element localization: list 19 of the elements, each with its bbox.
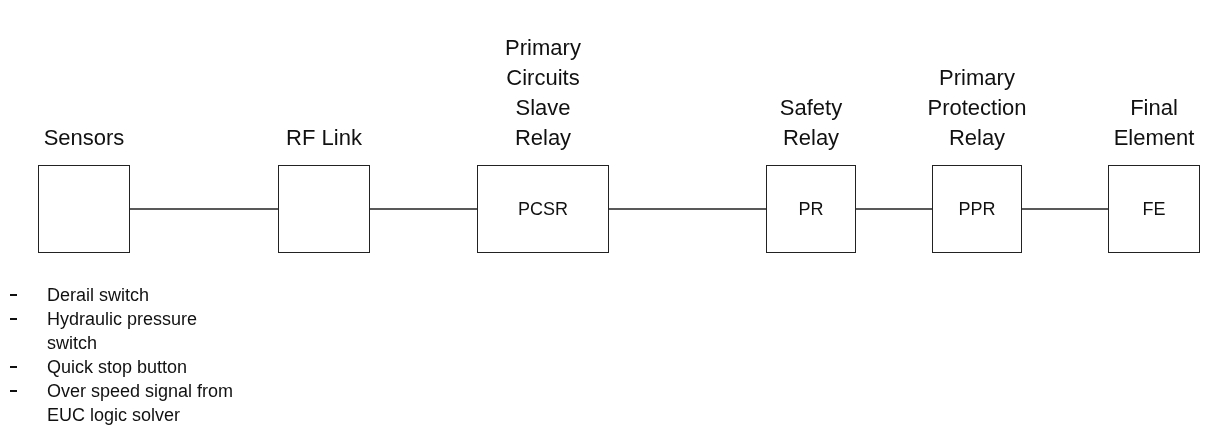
list-item: Hydraulic pressure switch xyxy=(47,309,198,353)
block-title: Safety Relay xyxy=(778,94,844,152)
list-item: Over speed signal from EUC logic solver xyxy=(47,381,234,425)
connector-line xyxy=(608,208,767,210)
connector-line xyxy=(855,208,933,210)
list-item: Derail switch xyxy=(47,285,150,305)
block-label: PR xyxy=(798,198,824,220)
connector-line xyxy=(369,208,478,210)
block-title: Primary Circuits Slave Relay xyxy=(504,34,582,152)
block-label: PCSR xyxy=(518,198,568,220)
block-title: Final Element xyxy=(1112,94,1196,152)
list-item: Quick stop button xyxy=(47,357,188,377)
block-title: Primary Protection Relay xyxy=(926,64,1028,152)
connector-line xyxy=(129,208,279,210)
block-title: Sensors xyxy=(42,124,126,152)
block-title: RF Link xyxy=(285,124,363,152)
connector-line xyxy=(1021,208,1109,210)
block-label: PPR xyxy=(958,198,996,220)
block-label: FE xyxy=(1142,198,1166,220)
